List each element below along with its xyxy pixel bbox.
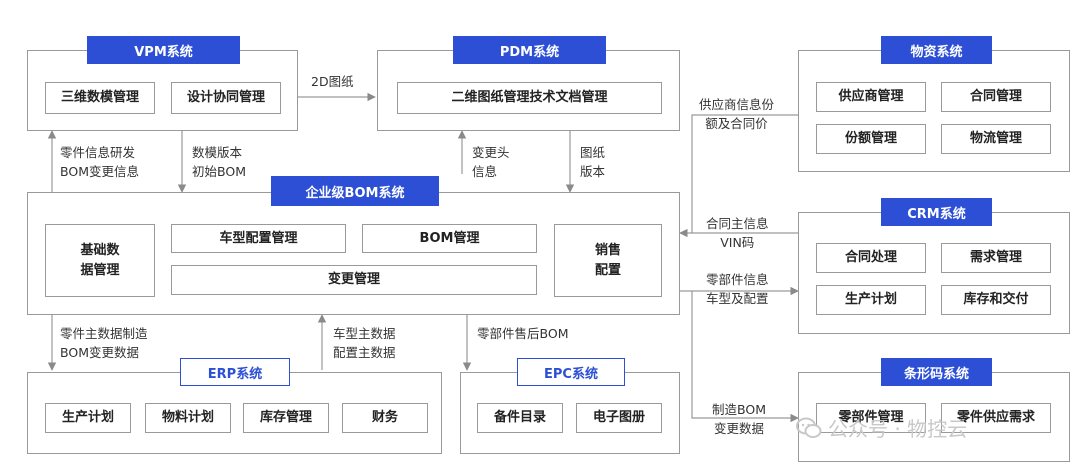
bom-item-change-management[interactable]: 变更管理 xyxy=(171,265,537,295)
bom-item-master-data[interactable]: 基础数 据管理 xyxy=(45,224,155,297)
label-bom-to-erp: 零件主数据制造 BOM变更数据 xyxy=(60,326,148,360)
label-erp-to-bom: 车型主数据 配置主数据 xyxy=(333,326,396,360)
material-system-title: 物资系统 xyxy=(881,36,992,64)
epc-item-spare-catalog[interactable]: 备件目录 xyxy=(477,403,563,433)
label-vpm-to-pdm: 2D图纸 xyxy=(311,74,354,89)
vpm-system-title: VPM系统 xyxy=(87,36,240,64)
label-bom-to-vpm: 零件信息研发 BOM变更信息 xyxy=(60,145,139,179)
material-item-supplier[interactable]: 供应商管理 xyxy=(816,82,926,112)
erp-item-material-plan[interactable]: 物料计划 xyxy=(145,403,231,433)
label-vpm-to-bom: 数模版本 初始BOM xyxy=(192,145,246,179)
watermark-text: 公众号 · 物控云 xyxy=(828,417,968,441)
vpm-item-3d-model[interactable]: 三维数模管理 xyxy=(45,82,155,114)
bom-item-bom-management[interactable]: BOM管理 xyxy=(362,224,537,253)
crm-item-contract-processing[interactable]: 合同处理 xyxy=(816,243,926,273)
erp-item-inventory[interactable]: 库存管理 xyxy=(243,403,329,433)
material-item-share[interactable]: 份额管理 xyxy=(816,124,926,154)
crm-item-demand[interactable]: 需求管理 xyxy=(941,243,1051,273)
pdm-item-drawing-docs[interactable]: 二维图纸管理技术文档管理 xyxy=(397,82,662,114)
label-wuzi-to-bom: 供应商信息份 额及合同价 xyxy=(699,97,775,131)
wechat-icon xyxy=(796,417,822,438)
material-item-logistics[interactable]: 物流管理 xyxy=(941,124,1051,154)
crm-system xyxy=(798,212,1070,334)
crm-item-production-plan[interactable]: 生产计划 xyxy=(816,285,926,315)
crm-system-title: CRM系统 xyxy=(881,198,992,226)
label-bom-to-epc: 零部件售后BOM xyxy=(477,326,569,341)
crm-item-inventory-delivery[interactable]: 库存和交付 xyxy=(941,285,1051,315)
bom-item-sales-config[interactable]: 销售 配置 xyxy=(554,224,662,297)
label-pdm-to-bom: 图纸 版本 xyxy=(580,145,606,179)
bom-item-vehicle-config[interactable]: 车型配置管理 xyxy=(171,224,346,253)
bom-system-title: 企业级BOM系统 xyxy=(271,176,439,206)
erp-item-production-plan[interactable]: 生产计划 xyxy=(45,403,131,433)
pdm-system-title: PDM系统 xyxy=(453,36,606,64)
watermark: 公众号 · 物控云 xyxy=(796,413,967,442)
label-bom-to-crm: 零部件信息 车型及配置 xyxy=(706,272,769,306)
epc-item-e-atlas[interactable]: 电子图册 xyxy=(576,403,662,433)
arrow-bom-to-barcode xyxy=(691,291,799,423)
label-crm-to-bom: 合同主信息 VIN码 xyxy=(706,216,769,250)
barcode-item-parts[interactable]: 零部件管理 xyxy=(816,403,926,433)
barcode-system-title: 条形码系统 xyxy=(881,358,992,386)
label-bom-to-pdm: 变更头 信息 xyxy=(472,145,510,179)
vpm-item-design-collab[interactable]: 设计协同管理 xyxy=(171,82,281,114)
erp-item-finance[interactable]: 财务 xyxy=(342,403,428,433)
epc-system-title: EPC系统 xyxy=(517,358,625,386)
barcode-item-parts-supply[interactable]: 零件供应需求 xyxy=(941,403,1051,433)
material-item-contract[interactable]: 合同管理 xyxy=(941,82,1051,112)
label-bom-to-barcode: 制造BOM 变更数据 xyxy=(712,402,766,436)
arrow-wuzi-to-bom xyxy=(679,114,798,238)
erp-system-title: ERP系统 xyxy=(180,358,290,386)
